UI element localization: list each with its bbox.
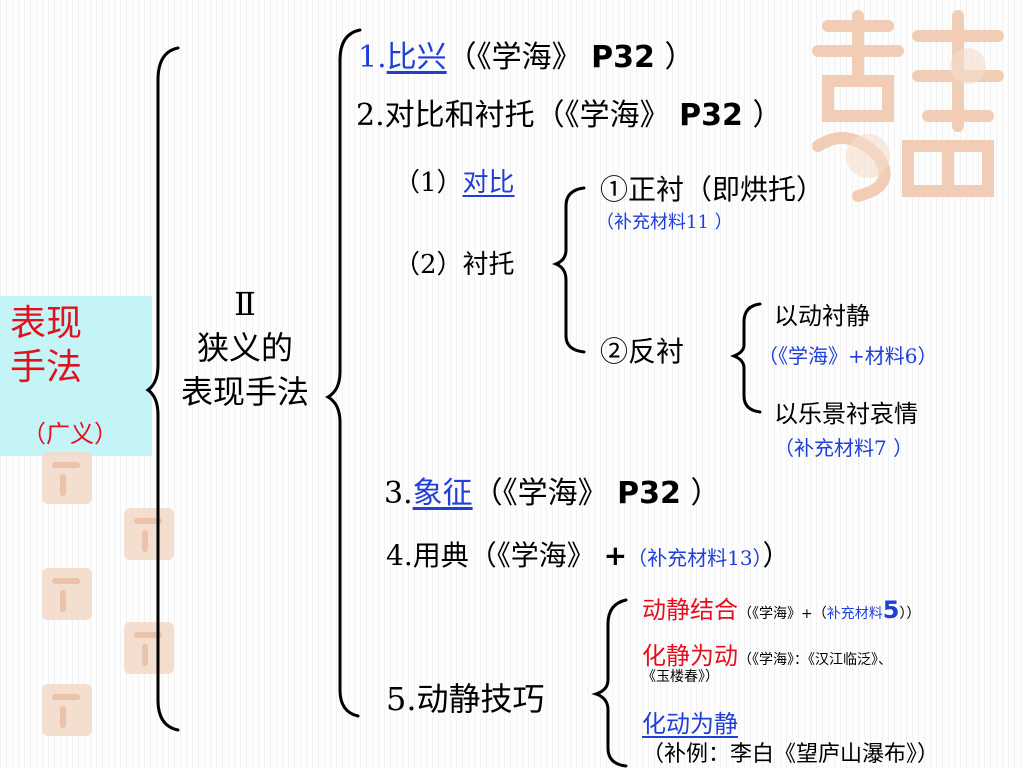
item-number: 1. [358,40,387,75]
hua-dong-wei-jing-link[interactable]: 化动为静 [642,710,738,738]
sub-duibi: （1）对比 [394,162,515,199]
item-page: P32 [617,476,681,511]
root-highlight-box [0,296,152,456]
sub-chentuo: （2）衬托 [394,244,515,281]
hua-dong-wei-jing: 化动为静 [642,704,738,739]
item-page: P32 [591,40,655,75]
zhengchen-label: ①正衬（即烘托） [600,173,825,206]
fanchen-label: ②反衬 [600,335,685,368]
item-text: 4.用典（《学海》 [386,539,604,572]
dj-ref: （《学海》：《汉江临泛》、 [738,652,892,668]
lejing-note: （补充材料7 ） [774,436,914,460]
dongchen-note: （《学海》+材料6） [758,344,938,368]
item-xiangzheng: 3.象征（《学海》 P32 ） [384,468,720,512]
root-title: 表现 手法 [10,302,82,390]
bixing-link[interactable]: 比兴 [386,40,447,75]
seal-stamp-decoration [42,452,92,504]
item-ref-close: ） [680,476,721,511]
branch-line1: 狭义的 [196,329,293,367]
xiangzheng-link[interactable]: 象征 [412,476,473,511]
branch-roman: Ⅱ [234,285,256,323]
sub-term: 衬托 [462,250,515,280]
item-page: P32 [679,98,743,133]
root-title-line2: 手法 [10,347,83,388]
item-ref: （《学海》 [472,476,618,511]
item-ref-close: ） [742,98,783,133]
dj-term: 动静结合 [642,596,738,624]
seal-stamp-decoration [42,568,92,620]
duibi-link[interactable]: 对比 [462,168,515,198]
item-ref: （《学海》 [446,40,592,75]
dj-note: 补充材料 [826,606,883,622]
seal-stamp-decoration [124,508,174,560]
brace-chen [551,186,586,354]
branch-node: Ⅱ 狭义的 表现手法 [160,282,330,414]
dongchen-label: 以动衬静 [774,302,870,330]
auspicious-seal-logo [812,10,1004,202]
brace-fanchen [729,302,762,414]
sub-number: （1） [394,168,463,198]
dj-num: 5 [882,596,900,624]
item-plus: + [603,539,628,572]
hua-dong-wei-jing-note: （补例：李白《望庐山瀑布》） [642,742,940,767]
item-text: 2.对比和衬托（《学海》 [356,98,680,133]
hua-jing-wei-dong: 化静为动（《学海》：《汉江临泛》、 [642,636,892,671]
brace-dongjing [591,598,628,768]
dj-ref: （《学海》+（ [738,606,827,622]
sub-number: （2） [394,250,463,280]
item-dongjing-jiqiao: 5.动静技巧 [386,680,545,718]
item-yongdian: 4.用典（《学海》 +（补充材料13）） [386,534,791,574]
root-title-line1: 表现 [10,303,83,344]
root-subtitle: （广义） [22,420,118,448]
dj-term: 化静为动 [642,642,738,670]
item-ref-close: ） [654,40,695,75]
item-bixing: 1.比兴（《学海》 P32 ） [358,32,694,76]
zhengchen-note: （补充材料11 ） [596,212,733,233]
dongjing-jiehe: 动静结合（《学海》+（补充材料5）） [642,590,920,625]
item-number: 3. [384,476,413,511]
brace-root [145,46,180,732]
seal-stamp-decoration [124,622,174,674]
hua-jing-wei-dong-ref2: 《玉楼春》） [642,669,719,685]
branch-line2: 表现手法 [180,373,309,411]
item-duibi-chentuo: 2.对比和衬托（《学海》 P32 ） [356,90,782,134]
item-note: （补充材料13） [627,546,763,570]
seal-stamp-decoration [42,684,92,736]
brace-main [325,28,362,718]
lejing-label: 以乐景衬哀情 [774,400,918,428]
dj-close: ）） [899,606,921,622]
item-ref-close: ） [762,539,791,572]
